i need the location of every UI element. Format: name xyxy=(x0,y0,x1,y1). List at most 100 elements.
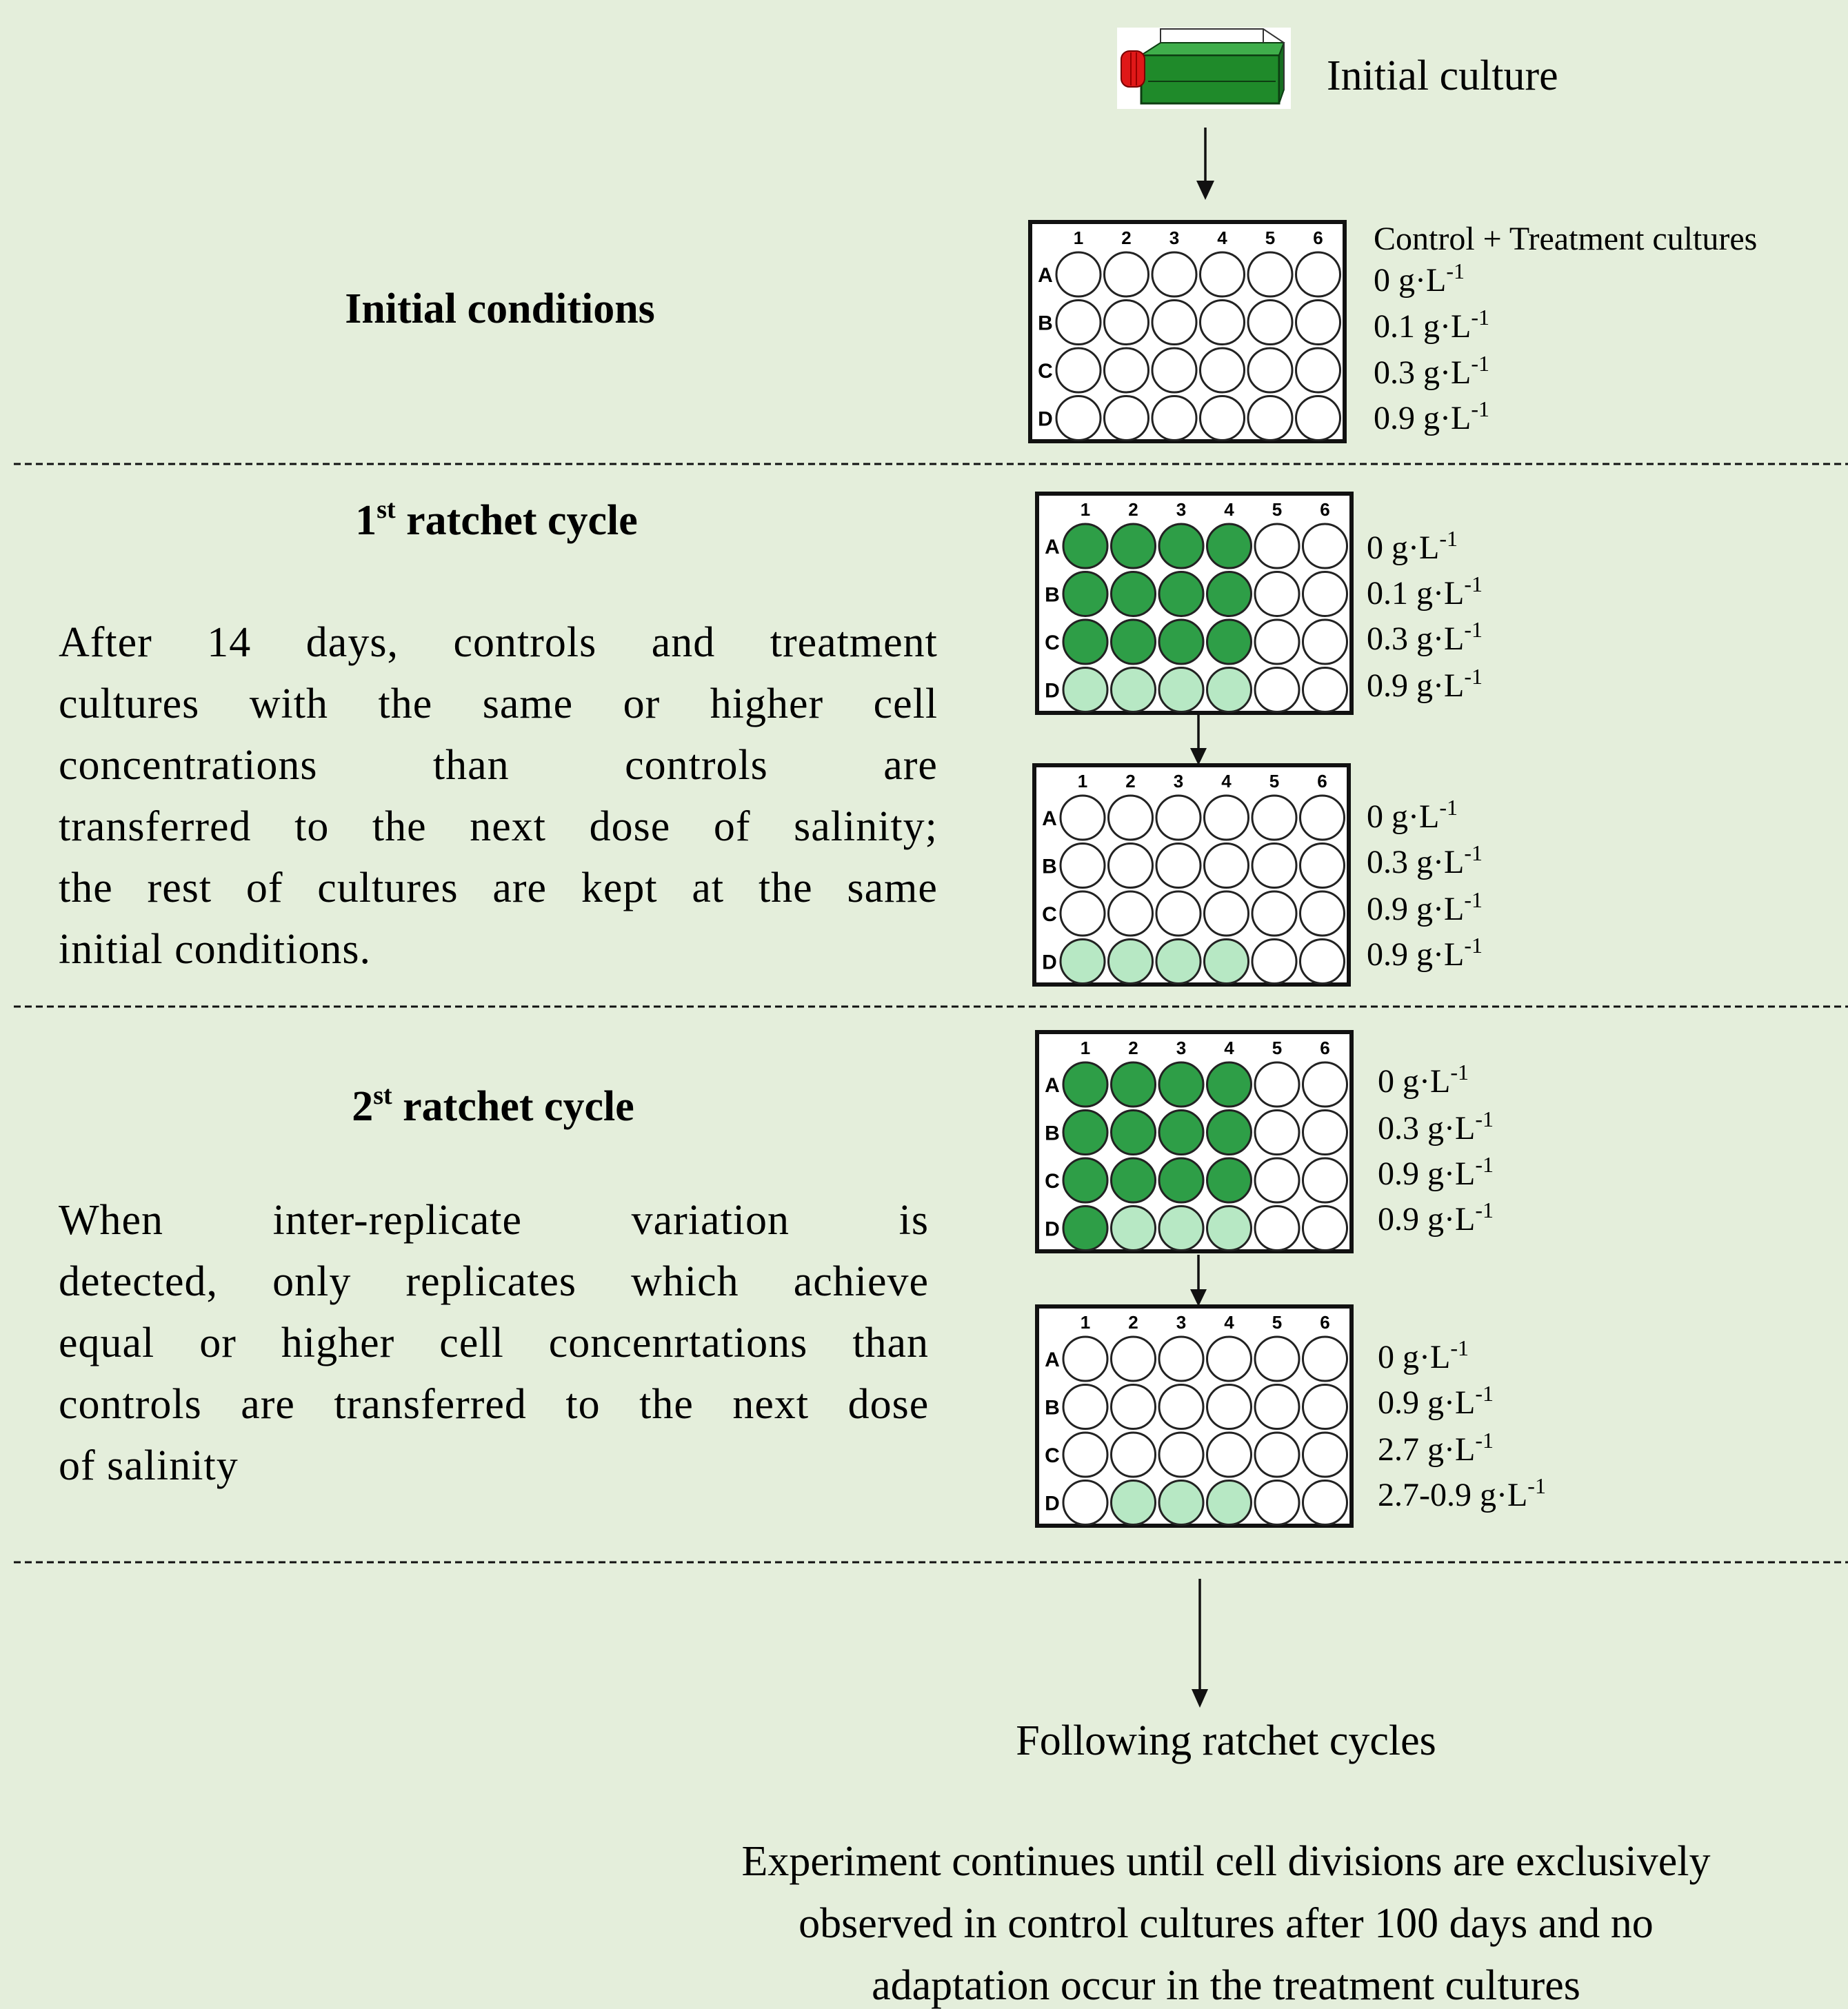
column-number: 1 xyxy=(1081,1312,1090,1333)
row-letter: B xyxy=(1038,312,1053,335)
plate-well-C4 xyxy=(1206,1157,1252,1204)
column-number: 2 xyxy=(1128,499,1138,520)
row-letter: D xyxy=(1045,1493,1060,1515)
column-number: 3 xyxy=(1169,228,1179,248)
plate-well-B3 xyxy=(1158,571,1205,617)
plate-well-D1 xyxy=(1062,667,1109,713)
row-letter: D xyxy=(1038,408,1053,431)
concentration-label: 0.1 g·L-1 xyxy=(1367,572,1483,612)
column-number: 2 xyxy=(1121,228,1131,248)
plate-well-A2 xyxy=(1107,794,1154,841)
plate-well-D2 xyxy=(1107,938,1154,985)
plate-well-A4 xyxy=(1206,523,1252,569)
column-number: 1 xyxy=(1074,228,1083,248)
plate-well-D2 xyxy=(1110,1205,1156,1251)
first-cycle-title: 1st ratchet cycle xyxy=(355,495,638,544)
row-letter: C xyxy=(1038,360,1053,383)
column-number: 6 xyxy=(1320,1038,1329,1058)
plate-well-C3 xyxy=(1155,890,1202,937)
following-cycles-label: Following ratchet cycles xyxy=(1016,1717,1436,1764)
paragraph-line: After 14 days, controls and treatment xyxy=(59,619,938,666)
plate-well-C4 xyxy=(1206,618,1252,665)
initial-culture-label: Initial culture xyxy=(1327,52,1558,99)
row-letter: A xyxy=(1045,1074,1060,1097)
plate-well-A5 xyxy=(1254,1061,1300,1108)
plate-well-D4 xyxy=(1199,395,1245,441)
paragraph-line: detected, only replicates which achieve xyxy=(59,1258,929,1305)
column-number: 6 xyxy=(1320,499,1329,520)
plate-well-A3 xyxy=(1151,251,1198,298)
plate-well-C1 xyxy=(1059,890,1106,937)
plate-well-C3 xyxy=(1158,1157,1205,1204)
plate-well-D5 xyxy=(1247,395,1294,441)
plate-well-C6 xyxy=(1295,347,1341,394)
plate-well-D2 xyxy=(1110,1480,1156,1526)
column-number: 1 xyxy=(1081,1038,1090,1058)
row-letter: B xyxy=(1045,1122,1060,1145)
paragraph-line: concentrations than controls are xyxy=(59,742,938,789)
concentration-label: 2.7 g·L-1 xyxy=(1378,1428,1494,1468)
plate-well-C1 xyxy=(1055,347,1102,394)
column-number: 4 xyxy=(1221,771,1232,791)
paragraph-line: cultures with the same or higher cell xyxy=(59,680,938,727)
plate-well-A4 xyxy=(1199,251,1245,298)
plate-well-A1 xyxy=(1055,251,1102,298)
plate-well-B1 xyxy=(1062,1384,1109,1430)
plate-well-C6 xyxy=(1302,1431,1348,1478)
concentration-label: 0.1 g·L-1 xyxy=(1374,305,1489,345)
concentration-label: 0.3 g·L-1 xyxy=(1367,840,1483,880)
plate-well-D1 xyxy=(1059,938,1106,985)
plate-well-B1 xyxy=(1055,299,1102,345)
plate-well-B5 xyxy=(1254,571,1300,617)
plate-well-C5 xyxy=(1254,1431,1300,1478)
plate-well-C2 xyxy=(1110,1431,1156,1478)
plate-well-D4 xyxy=(1206,1205,1252,1251)
concentration-label: 0.9 g·L-1 xyxy=(1367,887,1483,927)
column-number: 6 xyxy=(1317,771,1327,791)
plate-well-C1 xyxy=(1062,1431,1109,1478)
plate-well-B1 xyxy=(1062,1109,1109,1155)
concentration-label: 0.9 g·L-1 xyxy=(1378,1152,1494,1192)
plate-well-D6 xyxy=(1302,1205,1348,1251)
column-number: 5 xyxy=(1269,771,1279,791)
plate-well-A2 xyxy=(1110,523,1156,569)
plate-well-B4 xyxy=(1206,1109,1252,1155)
initial-conditions-title: Initial conditions xyxy=(345,285,655,332)
conclusion-line: Experiment continues until cell division… xyxy=(742,1838,1711,1885)
concentration-label: 0.9 g·L-1 xyxy=(1367,933,1483,973)
plate-well-A6 xyxy=(1302,1061,1348,1108)
concentration-label: 2.7-0.9 g·L-1 xyxy=(1378,1473,1546,1513)
plate-well-B6 xyxy=(1302,1384,1348,1430)
plate-well-A6 xyxy=(1299,794,1345,841)
plate-well-C5 xyxy=(1247,347,1294,394)
plate-well-A3 xyxy=(1158,1061,1205,1108)
paragraph-line: transferred to the next dose of salinity… xyxy=(59,803,938,850)
plate-well-D1 xyxy=(1055,395,1102,441)
first-cycle-description: After 14 days, controls and treatment cul… xyxy=(59,619,938,973)
plate-well-D6 xyxy=(1302,667,1348,713)
plate-well-D5 xyxy=(1254,1205,1300,1251)
plate-well-C6 xyxy=(1302,1157,1348,1204)
plate-well-B3 xyxy=(1155,842,1202,889)
column-number: 6 xyxy=(1313,228,1323,248)
plate-well-B4 xyxy=(1206,571,1252,617)
plate-well-A5 xyxy=(1254,523,1300,569)
plate-well-B2 xyxy=(1103,299,1149,345)
plate-well-D3 xyxy=(1158,1480,1205,1526)
concentration-label: 0 g·L-1 xyxy=(1378,1335,1469,1375)
plate-well-D6 xyxy=(1299,938,1345,985)
row-letter: C xyxy=(1045,632,1060,654)
plate-well-D3 xyxy=(1151,395,1198,441)
plate-well-D3 xyxy=(1158,667,1205,713)
conclusion-line: adaptation occur in the treatment cultur… xyxy=(872,1962,1580,2009)
row-letter: B xyxy=(1045,584,1060,607)
plate-well-D5 xyxy=(1254,1480,1300,1526)
column-number: 3 xyxy=(1176,1038,1186,1058)
conclusion-text: Experiment continues until cell division… xyxy=(742,1838,1711,2009)
plate-well-C3 xyxy=(1158,1431,1205,1478)
plate-well-C4 xyxy=(1203,890,1249,937)
plate-well-B4 xyxy=(1203,842,1249,889)
